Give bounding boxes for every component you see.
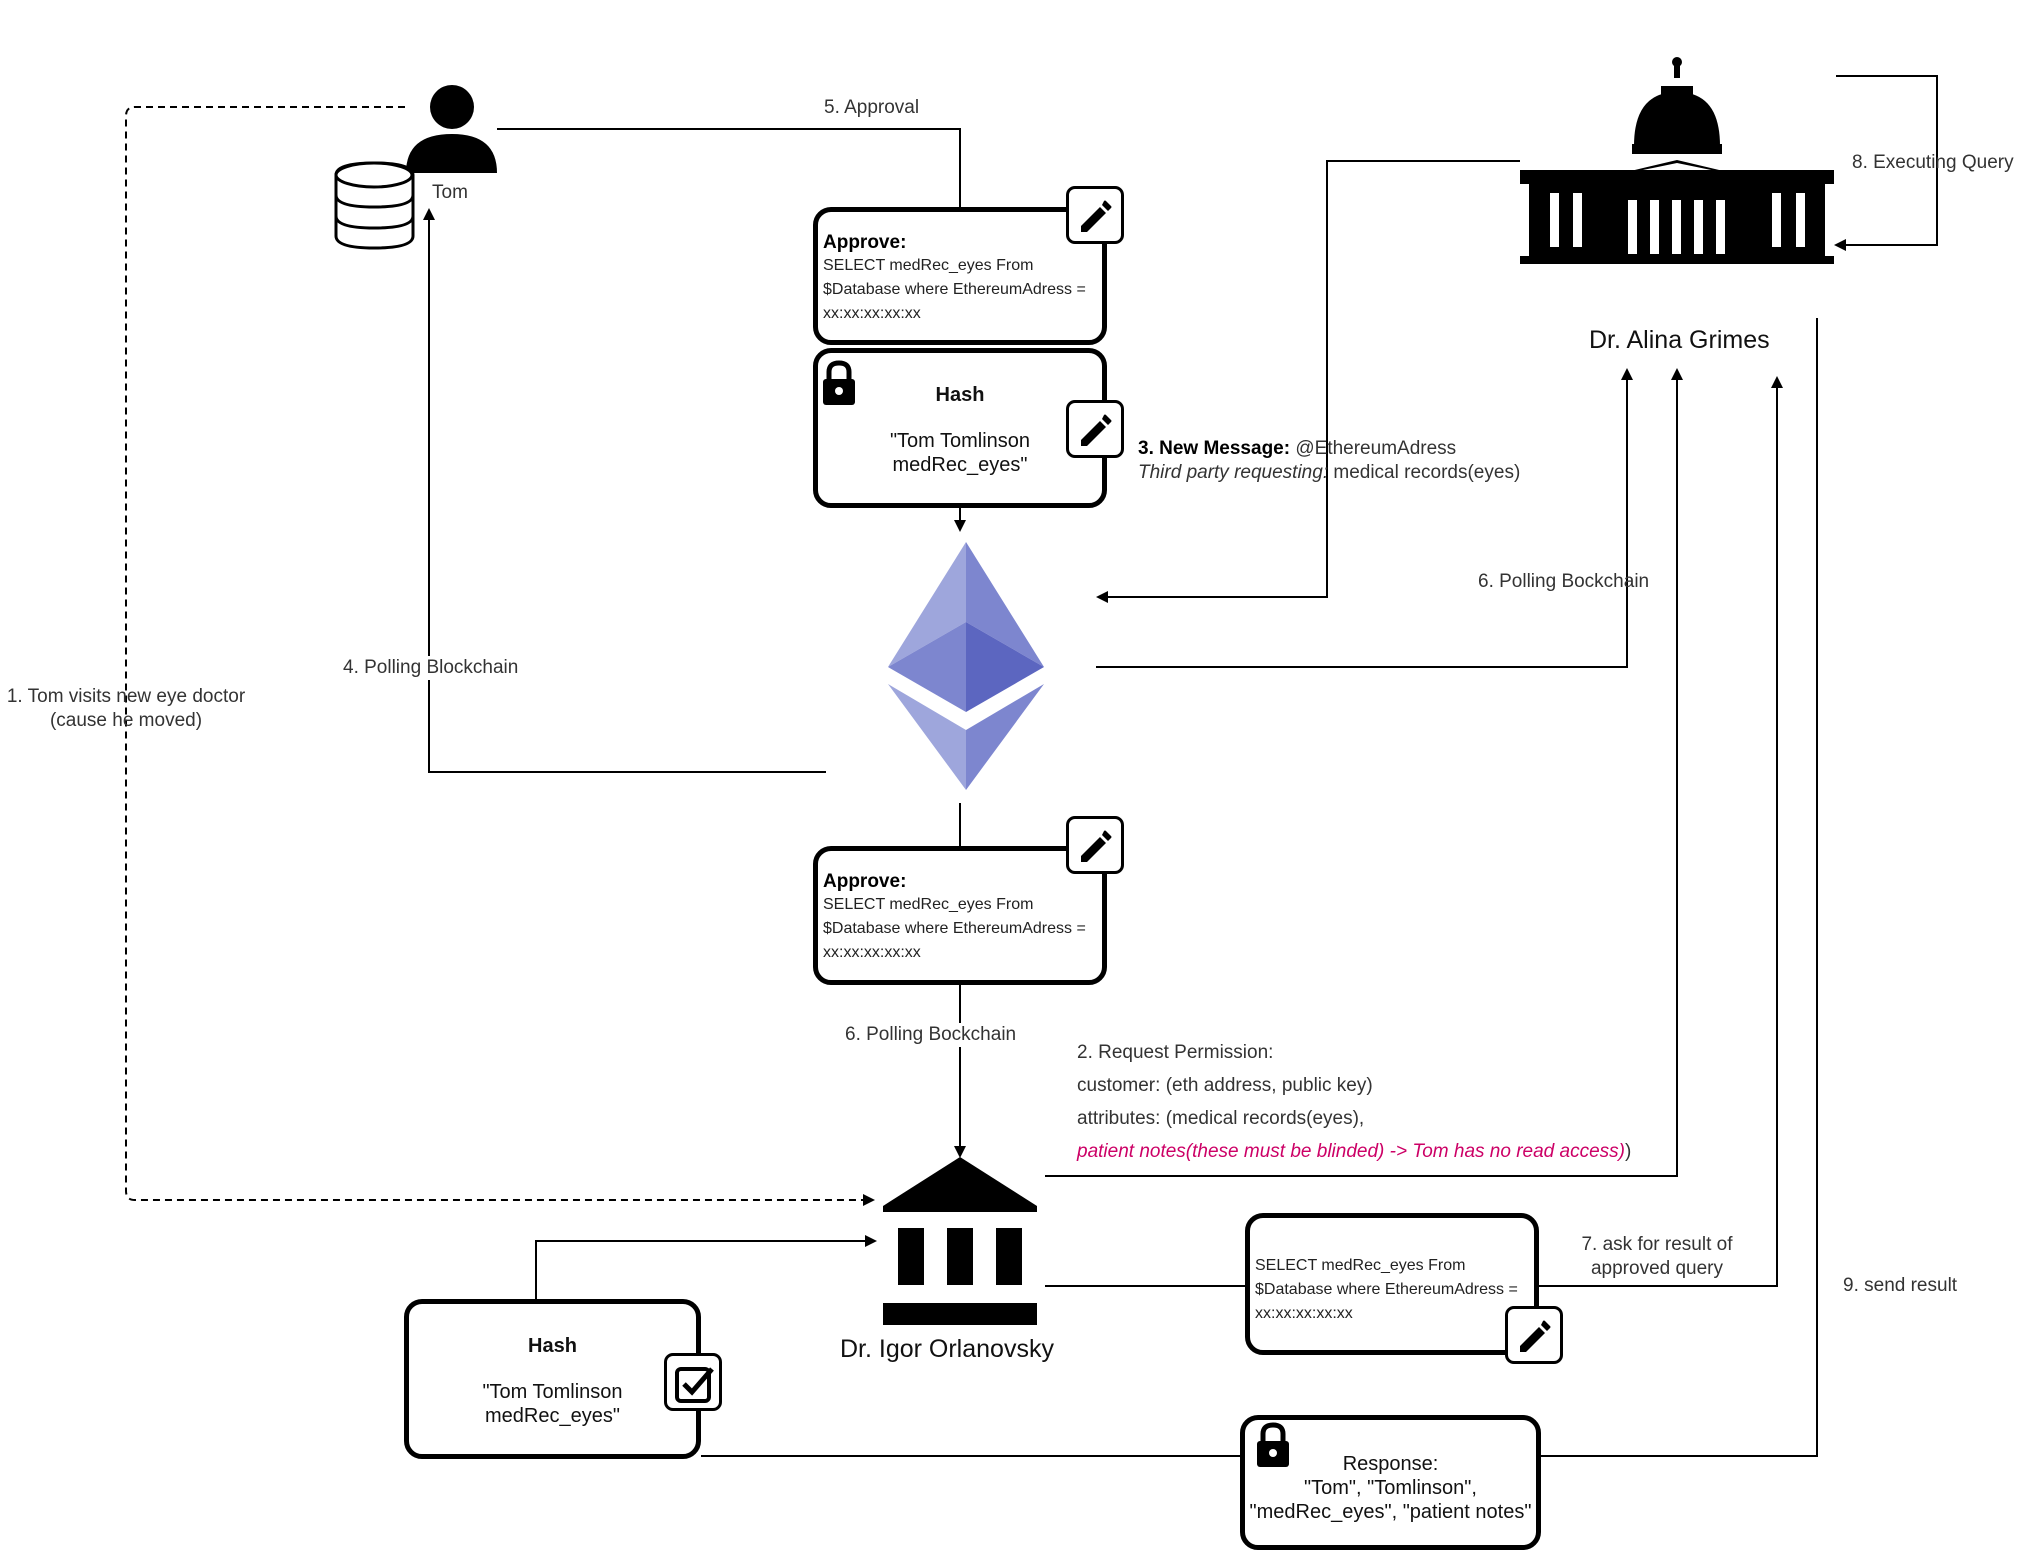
capitol-building-icon [1520, 57, 1834, 264]
edge-send-result [1541, 318, 1818, 1457]
edit-icon[interactable] [1066, 400, 1124, 458]
actor-igor-label: Dr. Igor Orlanovsky [840, 1335, 1054, 1363]
actor-tom-label: Tom [432, 182, 468, 203]
lock-icon [1257, 1422, 1289, 1467]
approve-box-top: Approve: SELECT medRec_eyes From $Databa… [813, 207, 1107, 345]
new-message-label: 3. New Message: @EthereumAdress Third pa… [1138, 437, 1520, 485]
edit-icon[interactable] [1505, 1306, 1563, 1364]
checkbox-checked-icon[interactable] [664, 1353, 722, 1411]
new-message-address: @EthereumAdress [1290, 438, 1457, 459]
ask-line-2: approved query [1590, 1258, 1724, 1279]
edge-label-executing: 8. Executing Query [1852, 152, 2014, 173]
new-message-requesting: Third party requesting: [1138, 462, 1329, 483]
edge-new-message [1096, 160, 1520, 603]
approve-top-sql-2: $Database where EthereumAdress = [823, 281, 1086, 298]
approve-top-sql-3: xx:xx:xx:xx:xx [823, 305, 921, 322]
edge-approval [497, 128, 961, 207]
query-box: SELECT medRec_eyes From $Database where … [1245, 1213, 1539, 1355]
approve-bottom-sql-1: SELECT medRec_eyes From [823, 896, 1034, 913]
edge-visit [125, 106, 875, 1206]
hash-box-bottom: Hash "Tom Tomlinson medRec_eyes" [404, 1299, 701, 1459]
person-icon [406, 85, 497, 173]
response-box: Response: "Tom", "Tomlinson", "medRec_ey… [1240, 1415, 1541, 1550]
hash-bottom-title: Hash [528, 1335, 577, 1357]
request-permission-label: 2. Request Permission: customer: (eth ad… [1077, 1036, 1631, 1168]
edge-label-ask-result: 7. ask for result of approved query [1562, 1233, 1752, 1281]
bank-building-icon [883, 1157, 1037, 1325]
edge-label-polling-igor: 6. Polling Bockchain [845, 1023, 1017, 1047]
edge-label-send-result: 9. send result [1843, 1275, 1958, 1296]
edge-label-polling-alina: 6. Polling Bockchain [1478, 571, 1650, 592]
database-icon [334, 161, 415, 250]
response-line-1: Response: [1342, 1453, 1439, 1475]
edit-icon[interactable] [1066, 186, 1124, 244]
query-sql-1: SELECT medRec_eyes From [1255, 1257, 1466, 1274]
visit-line-1: 1. Tom visits new eye doctor [6, 686, 246, 707]
request-line-4-pink: patient notes(these must be blinded) -> … [1077, 1141, 1625, 1162]
edit-icon[interactable] [1066, 816, 1124, 874]
hash-bottom-line-2: medRec_eyes" [485, 1405, 620, 1427]
edge-executing [1834, 75, 1938, 251]
query-sql-3: xx:xx:xx:xx:xx [1255, 1305, 1353, 1322]
actor-alina-label: Dr. Alina Grimes [1589, 326, 1770, 354]
request-line-3: attributes: (medical records(eyes), [1077, 1108, 1365, 1129]
edge-label-approval: 5. Approval [824, 97, 920, 118]
ask-line-1: 7. ask for result of [1581, 1234, 1733, 1255]
approve-top-sql-1: SELECT medRec_eyes From [823, 257, 1034, 274]
approve-bottom-title: Approve: [823, 871, 907, 892]
edge-label-polling-tom: 4. Polling Blockchain [343, 656, 519, 680]
request-line-1: 2. Request Permission: [1077, 1042, 1274, 1063]
hash-top-line-2: medRec_eyes" [892, 454, 1028, 476]
response-line-3: "medRec_eyes", "patient notes" [1249, 1501, 1532, 1523]
new-message-rest: medical records(eyes) [1328, 462, 1521, 483]
visit-line-2: (cause he moved) [49, 710, 203, 731]
request-line-2: customer: (eth address, public key) [1077, 1075, 1373, 1096]
ethereum-logo-icon [888, 542, 1044, 790]
approve-top-title: Approve: [823, 232, 907, 253]
approve-bottom-sql-2: $Database where EthereumAdress = [823, 920, 1086, 937]
new-message-title: 3. New Message: [1138, 438, 1291, 459]
hash-box-top: Hash "Tom Tomlinson medRec_eyes" [813, 348, 1107, 508]
edge-polling-tom [423, 208, 826, 773]
approve-bottom-sql-3: xx:xx:xx:xx:xx [823, 944, 921, 961]
edge-hash-igor [535, 1235, 877, 1299]
hash-top-title: Hash [935, 384, 985, 406]
request-line-4-end: ) [1624, 1141, 1632, 1162]
query-sql-2: $Database where EthereumAdress = [1255, 1281, 1518, 1298]
edge-ask-result-2 [1539, 376, 1783, 1287]
edge-label-visit: 1. Tom visits new eye doctor (cause he m… [0, 685, 252, 733]
response-line-2: "Tom", "Tomlinson", [1304, 1477, 1477, 1499]
edge-polling-alina [1096, 368, 1633, 668]
lock-icon [823, 360, 855, 405]
hash-bottom-line-1: "Tom Tomlinson [482, 1381, 623, 1403]
approve-box-bottom: Approve: SELECT medRec_eyes From $Databa… [813, 846, 1107, 985]
edge-request [1045, 368, 1683, 1177]
hash-top-line-1: "Tom Tomlinson [889, 430, 1031, 452]
